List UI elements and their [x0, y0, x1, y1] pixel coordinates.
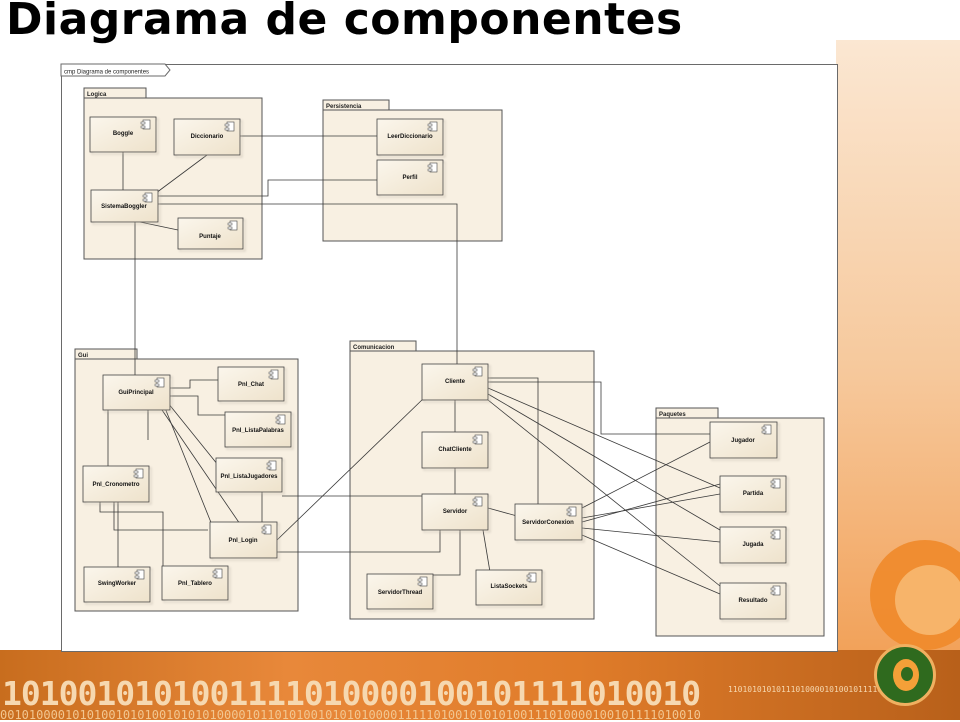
package-label-persistencia: Persistencia — [326, 104, 362, 110]
connector-pnlcronometro-pnllogin — [113, 502, 208, 531]
component-label: Puntaje — [199, 234, 221, 240]
component-label: Pnl_Chat — [238, 382, 264, 388]
component-sistemaboggler: SistemaBoggler — [90, 189, 159, 223]
package-label-paquetes: Paquetes — [659, 412, 686, 418]
component-label: Pnl_ListaPalabras — [232, 428, 284, 434]
component-label: Pnl_Cronometro — [92, 482, 139, 488]
connector-servidorconexion-partida — [581, 493, 721, 519]
binary-text-row-decoration: 0010100001010100101010010101010000101101… — [0, 708, 701, 722]
connectors — [99, 135, 721, 595]
connector-guiprincipal-pnllistapalabras — [170, 395, 225, 416]
component-pnllistapalabras: Pnl_ListaPalabras — [224, 411, 292, 448]
component-diccionario: Diccionario — [173, 118, 241, 156]
component-label: Pnl_ListaJugadores — [220, 474, 278, 480]
frame-label: cmp Diagrama de componentes — [64, 70, 149, 76]
component-cliente: Cliente — [421, 363, 489, 401]
component-pnltablero: Pnl_Tablero — [161, 565, 229, 601]
package-label-logica: Logica — [87, 92, 107, 98]
component-label: Jugada — [742, 542, 764, 548]
component-label: LeerDiccionario — [387, 134, 433, 140]
component-swingworker: SwingWorker — [83, 566, 151, 603]
component-label: ServidorConexion — [522, 520, 574, 526]
component-label: Resultado — [738, 598, 767, 604]
component-label: Diccionario — [191, 134, 224, 140]
component-resultado: Resultado — [719, 582, 787, 620]
component-label: Pnl_Login — [229, 538, 258, 544]
component-servidorconexion: ServidorConexion — [514, 503, 583, 541]
component-label: SwingWorker — [98, 581, 137, 587]
component-label: GuiPrincipal — [118, 390, 154, 396]
component-pnllogin: Pnl_Login — [209, 521, 278, 559]
components: Boggle Diccionario SistemaBoggler Puntaj… — [82, 116, 787, 620]
connector-cliente-partida — [487, 387, 721, 489]
connector-cliente-jugada — [487, 393, 721, 531]
component-listasockets: ListaSockets — [475, 569, 543, 606]
connector-servidorconexion-jugada — [581, 527, 721, 543]
connector-pnlcronometro-pnltablero — [99, 502, 164, 566]
component-label: Boggle — [113, 131, 134, 137]
connector-guiprincipal-pnlchat — [170, 379, 218, 389]
component-jugador: Jugador — [709, 421, 778, 459]
package-label-gui: Gui — [78, 353, 88, 359]
component-boggle: Boggle — [89, 116, 157, 153]
component-label: Jugador — [731, 438, 755, 444]
component-pnllistajugadores: Pnl_ListaJugadores — [215, 457, 283, 493]
component-label: ChatCliente — [438, 447, 472, 453]
component-label: Servidor — [443, 509, 468, 515]
component-jugada: Jugada — [719, 526, 787, 564]
logo-flame-shape — [893, 659, 919, 691]
connector-pnllogin-cliente — [276, 397, 425, 541]
connector-cliente-jugador — [488, 381, 710, 435]
component-label: ServidorThread — [378, 590, 423, 596]
component-label: SistemaBoggler — [101, 204, 147, 210]
component-partida: Partida — [719, 475, 787, 513]
component-pnlcronometro: Pnl_Cronometro — [82, 465, 150, 503]
binary-text-decoration: 1010010101001111010000100101111010010 — [2, 674, 701, 713]
component-label: Pnl_Tablero — [178, 581, 212, 587]
component-servidor: Servidor — [421, 493, 489, 531]
component-label: ListaSockets — [490, 584, 528, 590]
connector-pnllogin-servidor — [277, 530, 441, 553]
component-chatcliente: ChatCliente — [421, 431, 489, 469]
bottom-decoration-band — [0, 650, 960, 720]
component-pnlchat: Pnl_Chat — [217, 366, 285, 402]
connector-guiprincipal-pnllistajugadores — [167, 402, 219, 466]
connector-cliente-resultado — [487, 399, 721, 587]
connector-sistemaboggler-perfil — [158, 179, 377, 197]
component-leerdiccionario: LeerDiccionario — [376, 118, 444, 156]
component-puntaje: Puntaje — [177, 217, 244, 250]
binary-text-small-decoration: 1101010101011101000010100101111010010 10… — [728, 685, 931, 694]
connector-sistemaboggler-puntaje — [139, 221, 179, 231]
component-servidorthread: ServidorThread — [366, 573, 434, 610]
component-label: Partida — [743, 491, 764, 497]
package-label-comunicacion: Comunicacion — [353, 345, 395, 351]
component-guiprincipal: GuiPrincipal — [102, 374, 171, 411]
orange-circle-inner-decoration — [895, 565, 960, 635]
component-label: Cliente — [445, 379, 466, 385]
connector-servidor-servidorthread — [433, 530, 461, 576]
connector-sistemaboggler-cliente — [158, 203, 458, 365]
logo-icon — [874, 644, 936, 706]
component-perfil: Perfil — [376, 159, 444, 196]
connector-servidorconexion-resultado — [581, 534, 721, 595]
connector-guiprincipal-pnllogin — [164, 407, 213, 526]
component-label: Perfil — [402, 175, 417, 181]
connector-diccionario-sistemaboggler — [155, 154, 208, 194]
slide-title: Diagrama de componentes — [6, 0, 683, 45]
connector-servidor-servidorconexion — [487, 507, 518, 517]
connector-servidor-listasockets — [482, 529, 491, 573]
connector-cliente-servidorconexion — [488, 377, 539, 508]
frame-tab: cmp Diagrama de componentes — [60, 63, 171, 77]
connector-guiprincipal-pnllogin-2 — [161, 409, 241, 525]
connector-servidorconexion-partida-2 — [581, 483, 721, 523]
connector-servidorconexion-jugador — [581, 441, 711, 509]
